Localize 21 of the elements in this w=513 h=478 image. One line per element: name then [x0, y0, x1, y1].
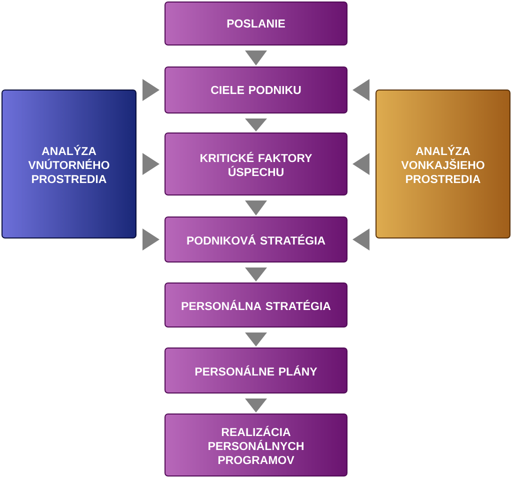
process-box: REALIZÁCIA PERSONÁLNYCH PROGRAMOV — [164, 414, 348, 476]
arrow — [245, 332, 267, 346]
arrow — [142, 79, 160, 101]
process-box: POSLANIE — [164, 2, 348, 46]
arrow — [245, 118, 267, 132]
process-box: PERSONÁLNA STRATÉGIA — [164, 282, 348, 328]
arrow — [352, 228, 370, 250]
arrow — [352, 153, 370, 175]
arrow — [352, 79, 370, 101]
process-box: PERSONÁLNE PLÁNY — [164, 348, 348, 394]
analysis-box: ANALÝZA VNÚTORNÉHO PROSTREDIA — [2, 90, 136, 238]
arrow — [245, 50, 267, 66]
arrow — [142, 153, 160, 175]
arrow — [142, 228, 160, 250]
analysis-box: ANALÝZA VONKAJŠIEHO PROSTREDIA — [376, 90, 510, 238]
process-box: CIELE PODNIKU — [164, 66, 348, 114]
arrow — [245, 200, 267, 216]
arrow — [245, 268, 267, 282]
process-box: KRITICKÉ FAKTORY ÚSPECHU — [164, 132, 348, 196]
arrow — [245, 398, 267, 412]
process-box: PODNIKOVÁ STRATÉGIA — [164, 216, 348, 262]
